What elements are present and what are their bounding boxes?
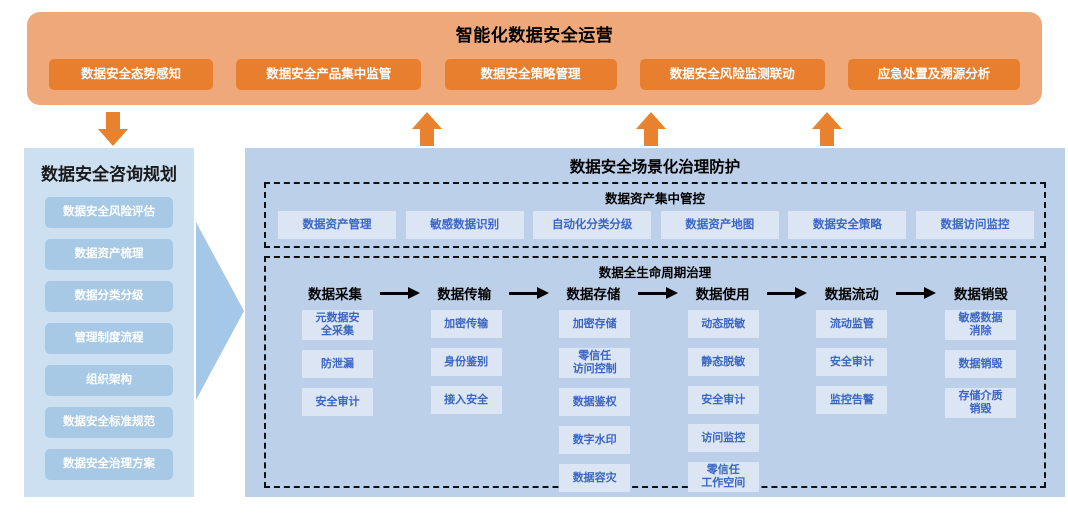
sidebar-item-organization[interactable]: 组织架构	[45, 365, 173, 396]
asset-item-asset-management[interactable]: 数据资产管理	[278, 211, 396, 239]
sidebar-item-standards[interactable]: 数据安全标准规范	[45, 407, 173, 438]
stage-header-collection: 数据采集	[308, 287, 362, 302]
arrow-shaft	[820, 129, 834, 146]
lifecycle-section: 数据全生命周期治理 数据采集 数据传输 数据存储 数据使用 数据流动 数据销毁 …	[264, 256, 1046, 492]
lifecycle-item-media-destruction[interactable]: 存储介质 销毁	[944, 388, 1016, 418]
asset-management-section: 数据资产集中管控 数据资产管理 敏感数据识别 自动化分类分级 数据资产地图 数据…	[264, 182, 1046, 248]
arrow-up-icon	[812, 112, 842, 146]
asset-item-access-monitoring[interactable]: 数据访问监控	[915, 211, 1034, 239]
arrow-tip	[665, 287, 678, 299]
lifecycle-column-usage: 动态脱敏 静态脱敏 安全审计 访问监控 零信任 工作空间	[687, 310, 759, 502]
lifecycle-item-flow-supervision[interactable]: 流动监管	[816, 310, 888, 338]
arrow-up-icon	[412, 112, 442, 146]
asset-item-security-policy[interactable]: 数据安全策略	[788, 211, 907, 239]
lifecycle-item-static-masking[interactable]: 静态脱敏	[687, 348, 759, 376]
asset-management-item-list: 数据资产管理 敏感数据识别 自动化分类分级 数据资产地图 数据安全策略 数据访问…	[278, 211, 1034, 239]
stage-header-storage: 数据存储	[566, 287, 621, 302]
top-banner-button-group: 数据安全态势感知 数据安全产品集中监管 数据安全策略管理 数据安全风险监测联动 …	[49, 59, 1020, 90]
banner-button-product-supervision[interactable]: 数据安全产品集中监管	[236, 59, 422, 90]
sidebar-item-risk-assessment[interactable]: 数据安全风险评估	[45, 197, 173, 228]
lifecycle-column-transmission: 加密传输 身份鉴别 接入安全	[430, 310, 502, 502]
arrow-tip	[407, 287, 420, 299]
asset-item-asset-map[interactable]: 数据资产地图	[660, 211, 779, 239]
arrow-line	[767, 292, 799, 295]
lifecycle-item-digital-watermark[interactable]: 数字水印	[559, 426, 631, 454]
main-panel-title: 数据安全场景化治理防护	[569, 159, 741, 176]
arrow-head	[412, 112, 442, 129]
stage-header-usage: 数据使用	[695, 287, 750, 302]
lifecycle-item-encrypted-transmission[interactable]: 加密传输	[430, 310, 502, 338]
sidebar-item-classification[interactable]: 数据分类分级	[45, 281, 173, 312]
arrow-up-icon	[636, 112, 666, 146]
lifecycle-item-sensitive-data-erasure[interactable]: 敏感数据 消除	[944, 310, 1016, 340]
arrow-head	[812, 112, 842, 129]
lifecycle-item-security-audit[interactable]: 安全审计	[302, 388, 373, 416]
sidebar-item-asset-inventory[interactable]: 数据资产梳理	[45, 239, 173, 270]
arrow-line	[508, 292, 540, 295]
arrow-shaft	[106, 112, 120, 129]
lifecycle-item-identity-authentication[interactable]: 身份鉴别	[430, 348, 502, 376]
arrow-line	[379, 292, 411, 295]
arrow-tip	[795, 287, 808, 299]
banner-button-risk-monitoring[interactable]: 数据安全风险监测联动	[639, 59, 825, 90]
stage-header-transmission: 数据传输	[437, 287, 492, 302]
lifecycle-section-title: 数据全生命周期治理	[598, 266, 712, 280]
asset-item-sensitive-data-discovery[interactable]: 敏感数据识别	[405, 211, 524, 239]
arrow-head	[98, 129, 128, 146]
lifecycle-item-zero-trust-access-control[interactable]: 零信任 访问控制	[559, 348, 631, 378]
stage-arrow-right-icon	[508, 287, 549, 299]
lifecycle-item-monitoring-alert[interactable]: 监控告警	[816, 386, 888, 414]
sidebar-item-governance-plan[interactable]: 数据安全治理方案	[45, 449, 173, 480]
arrow-line	[896, 292, 928, 295]
arrow-head	[636, 112, 666, 129]
lifecycle-item-access-security[interactable]: 接入安全	[430, 386, 502, 414]
asset-management-section-title: 数据资产集中管控	[604, 192, 705, 206]
arrow-right-icon	[196, 222, 244, 400]
lifecycle-column-destruction: 敏感数据 消除 数据销毁 存储介质 销毁	[944, 310, 1016, 502]
arrow-tip	[536, 287, 549, 299]
top-banner-title: 智能化数据安全运营	[455, 26, 614, 45]
lifecycle-item-data-destruction[interactable]: 数据销毁	[944, 350, 1016, 378]
sidebar-item-list: 数据安全风险评估 数据资产梳理 数据分类分级 管理制度流程 组织架构 数据安全标…	[45, 197, 173, 491]
lifecycle-item-zero-trust-workspace[interactable]: 零信任 工作空间	[687, 462, 759, 492]
banner-button-policy-management[interactable]: 数据安全策略管理	[444, 59, 617, 90]
lifecycle-item-metadata-collection[interactable]: 元数据安 全采集	[302, 310, 373, 340]
sidebar-panel: 数据安全咨询规划 数据安全风险评估 数据资产梳理 数据分类分级 管理制度流程 组…	[24, 148, 194, 497]
arrow-shaft	[420, 129, 434, 146]
lifecycle-item-disaster-recovery[interactable]: 数据容灾	[559, 464, 631, 492]
arrow-tip	[924, 287, 937, 299]
lifecycle-item-data-authorization[interactable]: 数据鉴权	[559, 388, 631, 416]
lifecycle-stage-header-row: 数据采集 数据传输 数据存储 数据使用 数据流动 数据销毁	[308, 283, 1008, 303]
stage-arrow-right-icon	[379, 287, 420, 299]
stage-arrow-right-icon	[637, 287, 678, 299]
lifecycle-column-grid: 元数据安 全采集 防泄漏 安全审计 加密传输 身份鉴别 接入安全 加密存储 零信…	[302, 310, 1016, 502]
arrow-down-icon	[98, 112, 128, 146]
lifecycle-item-leak-prevention[interactable]: 防泄漏	[302, 350, 373, 378]
stage-arrow-right-icon	[896, 287, 937, 299]
arrow-shaft	[644, 129, 658, 146]
banner-button-emergency-response[interactable]: 应急处置及溯源分析	[848, 59, 1020, 90]
stage-header-destruction: 数据销毁	[953, 287, 1008, 302]
lifecycle-item-security-audit[interactable]: 安全审计	[687, 386, 759, 414]
lifecycle-column-collection: 元数据安 全采集 防泄漏 安全审计	[302, 310, 373, 502]
stage-header-flow: 数据流动	[824, 287, 879, 302]
sidebar-item-management-process[interactable]: 管理制度流程	[45, 323, 173, 354]
asset-item-auto-classification[interactable]: 自动化分类分级	[533, 211, 652, 239]
top-banner: 智能化数据安全运营 数据安全态势感知 数据安全产品集中监管 数据安全策略管理 数…	[27, 12, 1042, 105]
lifecycle-item-security-audit[interactable]: 安全审计	[816, 348, 888, 376]
arrow-line	[637, 292, 669, 295]
lifecycle-item-dynamic-masking[interactable]: 动态脱敏	[687, 310, 759, 338]
main-panel: 数据安全场景化治理防护 数据资产集中管控 数据资产管理 敏感数据识别 自动化分类…	[245, 148, 1065, 497]
lifecycle-item-access-monitoring[interactable]: 访问监控	[687, 424, 759, 452]
lifecycle-column-storage: 加密存储 零信任 访问控制 数据鉴权 数字水印 数据容灾	[559, 310, 631, 502]
sidebar-title: 数据安全咨询规划	[41, 165, 177, 184]
lifecycle-column-flow: 流动监管 安全审计 监控告警	[816, 310, 888, 502]
banner-button-situational-awareness[interactable]: 数据安全态势感知	[49, 59, 213, 90]
lifecycle-item-encrypted-storage[interactable]: 加密存储	[559, 310, 631, 338]
stage-arrow-right-icon	[767, 287, 808, 299]
